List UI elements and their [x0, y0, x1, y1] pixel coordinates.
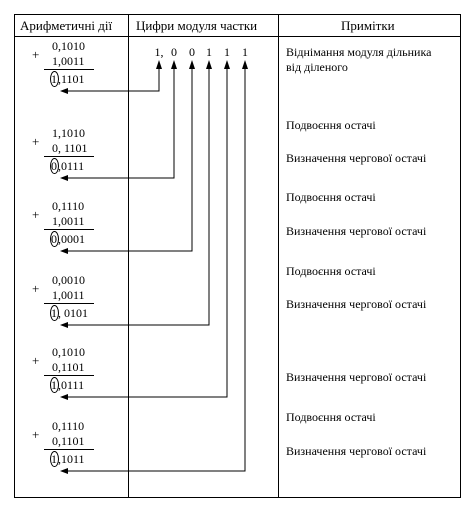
header-arithmetic: Арифметичні дії	[20, 18, 113, 33]
sum-line	[44, 303, 94, 304]
quotient-digit: 1	[224, 45, 230, 59]
result-sign-digit: 1	[51, 378, 57, 392]
step-note: Визначення чергової остачі	[286, 444, 427, 458]
sum-line	[44, 229, 94, 230]
step-note: Визначення чергової остачі	[286, 224, 427, 238]
quotient-digit: 1	[206, 45, 212, 59]
step-note: Визначення чергової остачі	[286, 297, 427, 311]
plus-sign: +	[32, 427, 40, 442]
operand-2: 0,1101	[52, 434, 85, 448]
step-note: Визначення чергової остачі	[286, 151, 427, 165]
quotient-digit: 1,	[154, 45, 164, 59]
plus-sign: +	[32, 207, 40, 222]
sum-line	[44, 69, 94, 70]
operand-2: 1,0011	[52, 288, 85, 302]
quotient-digit: 1	[242, 45, 248, 59]
step-note: Подвоєння остачі	[286, 190, 376, 204]
plus-sign: +	[32, 134, 40, 149]
operand-1: 0,1110	[52, 419, 85, 433]
plus-sign: +	[32, 353, 40, 368]
step-note: Віднімання модуля дільника	[286, 45, 432, 59]
header-quotient-digits: Цифри модуля частки	[136, 18, 258, 33]
operand-2: 1,0011	[52, 214, 85, 228]
plus-sign: +	[32, 47, 40, 62]
result-rest: ,0001	[58, 232, 85, 246]
quotient-digit: 0	[171, 45, 177, 59]
operand-2: 0,1101	[52, 360, 85, 374]
result-rest: , 0101	[58, 306, 88, 320]
operand-1: 0,1110	[52, 199, 85, 213]
step-note: Визначення чергової остачі	[286, 370, 427, 384]
sum-line	[44, 156, 94, 157]
result-sign-digit: 1	[51, 306, 57, 320]
sum-line	[44, 449, 94, 450]
step-note: від діленого	[286, 60, 348, 74]
operand-2: 0, 1101	[52, 141, 88, 155]
result-sign-digit: 0	[51, 232, 57, 246]
result-rest: ,1011	[58, 452, 85, 466]
operand-1: 0,1010	[52, 39, 85, 53]
step-note: Подвоєння остачі	[286, 264, 376, 278]
operand-2: 1,0011	[52, 54, 85, 68]
operand-1: 0,1010	[52, 345, 85, 359]
sum-line	[44, 375, 94, 376]
result-rest: ,0111	[58, 378, 85, 392]
operand-1: 1,1010	[52, 126, 85, 140]
header-notes: Примітки	[341, 18, 395, 33]
result-sign-digit: 1	[51, 452, 57, 466]
step-note: Подвоєння остачі	[286, 118, 376, 132]
plus-sign: +	[32, 281, 40, 296]
result-rest: ,1101	[58, 72, 85, 86]
operand-1: 0,0010	[52, 273, 85, 287]
result-rest: ,0111	[58, 159, 85, 173]
result-sign-digit: 1	[51, 72, 57, 86]
quotient-digit: 0	[189, 45, 195, 59]
result-sign-digit: 0	[51, 159, 57, 173]
step-note: Подвоєння остачі	[286, 410, 376, 424]
